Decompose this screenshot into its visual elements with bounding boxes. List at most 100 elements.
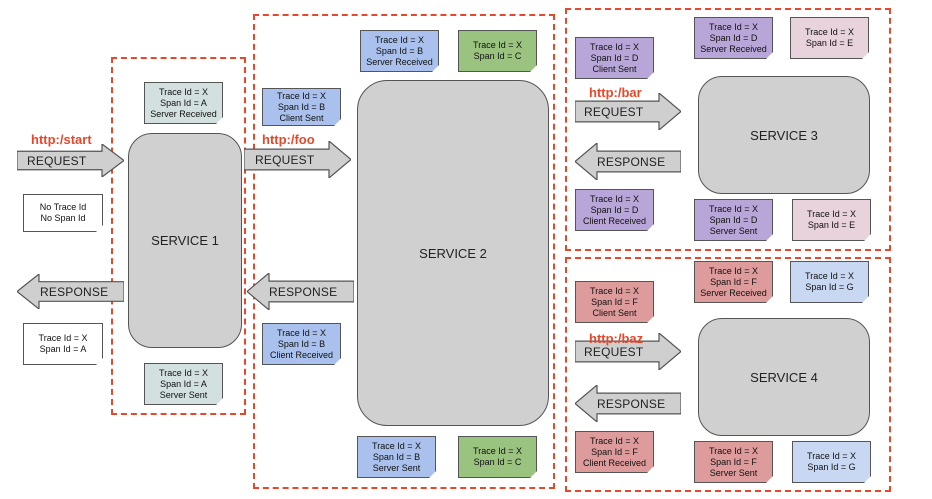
note-line: Span Id = A — [160, 378, 207, 389]
note-line: Span Id = G — [805, 282, 854, 292]
note-line: Span Id = D — [590, 204, 639, 215]
note-line: Client Sent — [279, 112, 324, 123]
note-line: Span Id = C — [473, 51, 522, 61]
note-line: Server Received — [150, 108, 217, 119]
note-line: Trace Id = X — [709, 203, 758, 214]
service-4-label: SERVICE 4 — [750, 369, 818, 385]
note-line: Span Id = B — [277, 101, 326, 112]
note-line: Trace Id = X — [473, 446, 522, 456]
note-line: Span Id = C — [473, 457, 522, 467]
response-arrow-baz: RESPONSE — [575, 385, 681, 422]
arrow-shape — [247, 273, 354, 310]
request-arrow-foo-label: REQUEST — [255, 152, 315, 167]
note-line: Trace Id = X — [805, 27, 854, 37]
note-line: Trace Id = X — [590, 193, 639, 204]
url-baz: http:/baz — [589, 331, 644, 346]
arrow-body — [575, 385, 681, 422]
note-line: Span Id = A — [39, 344, 87, 354]
note-line: Trace Id = X — [807, 209, 856, 219]
note-line: Span Id = B — [375, 45, 424, 56]
note-line: Span Id = D — [709, 32, 758, 43]
service-4-frame — [565, 257, 891, 492]
service-3-frame — [565, 8, 891, 251]
note-line: Trace Id = X — [38, 333, 88, 343]
request-arrow-bar-label: REQUEST — [584, 104, 644, 119]
note-line: Server Received — [366, 56, 433, 67]
url-foo: http:/foo — [262, 132, 315, 147]
note-line: Span Id = A — [160, 97, 207, 108]
arrow-body — [575, 93, 681, 130]
service-3-label: SERVICE 3 — [750, 127, 818, 143]
note-line: Trace Id = X — [807, 451, 856, 461]
service-1-label: SERVICE 1 — [151, 233, 219, 248]
response-arrow-start: RESPONSE — [17, 274, 124, 309]
note-line: Trace Id = X — [375, 34, 424, 45]
note-line: Trace Id = X — [590, 285, 639, 296]
note-line: Client Received — [582, 457, 647, 468]
url-start: http:/start — [31, 132, 92, 147]
note-line: Trace Id = X — [372, 440, 421, 451]
note-line: Server Received — [700, 287, 767, 298]
note-line: Span Id = F — [710, 456, 757, 467]
note-line: Trace Id = X — [473, 40, 522, 50]
request-arrow-foo: REQUEST — [244, 141, 351, 178]
note-line: Trace Id = X — [590, 41, 639, 52]
arrow-body — [575, 143, 681, 180]
arrow-body — [247, 273, 354, 310]
arrow-shape — [17, 144, 124, 177]
service-3-box: SERVICE 3 — [698, 76, 870, 194]
note-line: Server Sent — [372, 462, 421, 473]
response-arrow-start-label: RESPONSE — [40, 284, 109, 299]
service-2-box: SERVICE 2 — [357, 80, 549, 426]
url-bar: http:/bar — [589, 85, 642, 100]
note-line: Trace Id = X — [709, 265, 758, 276]
note-line: Trace Id = X — [590, 435, 639, 446]
service-1-box: SERVICE 1 — [128, 133, 242, 348]
response-arrow-baz-label: RESPONSE — [597, 396, 666, 411]
note-line: Server Sent — [709, 225, 758, 236]
arrow-shape — [575, 143, 681, 180]
note-line: Span Id = D — [709, 214, 758, 225]
response-arrow-foo: RESPONSE — [247, 273, 354, 310]
note-line: Span Id = E — [805, 38, 854, 48]
arrow-body — [17, 144, 124, 177]
note-line: Trace Id = X — [159, 86, 208, 97]
note-line: Server Sent — [709, 467, 758, 478]
arrow-body — [575, 333, 681, 370]
response-arrow-bar-label: RESPONSE — [597, 154, 666, 169]
arrow-body — [17, 274, 124, 309]
note-line: Span Id = F — [591, 296, 638, 307]
arrow-shape — [17, 274, 124, 309]
request-arrow-bar: REQUEST — [575, 93, 681, 130]
note-line: Span Id = F — [591, 446, 638, 457]
note-line: Trace Id = X — [277, 327, 326, 338]
note-line: Server Received — [700, 43, 767, 54]
arrow-shape — [575, 93, 681, 130]
note-line: Span Id = B — [372, 451, 421, 462]
service-4-box: SERVICE 4 — [698, 318, 870, 436]
service-1-frame — [111, 57, 246, 415]
note-line: Span Id = G — [807, 462, 856, 472]
service-2-frame — [253, 14, 555, 489]
request-arrow-baz: REQUEST — [575, 333, 681, 370]
